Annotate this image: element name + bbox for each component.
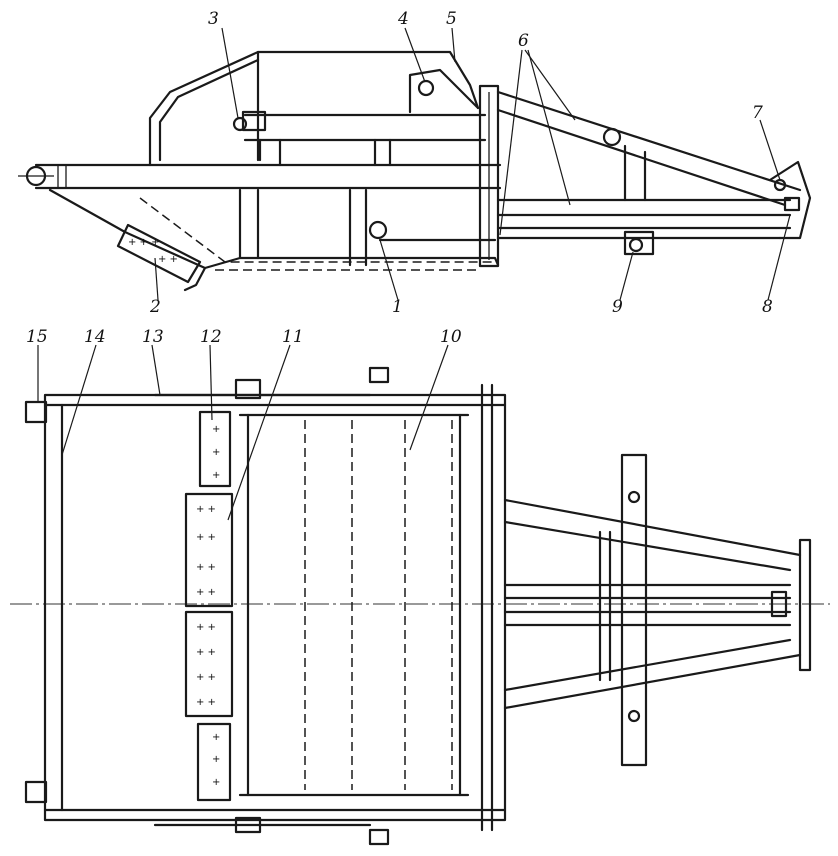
svg-text:+ +: + +	[196, 672, 216, 683]
svg-text:+ +: + +	[196, 622, 216, 633]
svg-text:+: +	[212, 754, 220, 765]
knife-plate-12	[198, 410, 232, 488]
pivot-3	[232, 116, 248, 132]
knife-plate-bottom	[196, 722, 232, 802]
callout-4: 4	[397, 9, 409, 29]
callout-labels: 3 4 5 6 7 8 9 1 2 10 11 12 13 14 15	[26, 9, 773, 347]
svg-text:+: +	[212, 424, 220, 435]
plan-strut-lower	[503, 638, 802, 710]
svg-text:+ +: + +	[196, 532, 216, 543]
lower-bar	[496, 226, 792, 240]
pivot-1	[368, 220, 388, 240]
svg-text:+ +: + +	[196, 504, 216, 515]
hub-15-bottom	[24, 780, 48, 804]
pin-8	[783, 196, 801, 212]
knife-2	[116, 223, 202, 284]
callout-2: 2	[149, 297, 161, 317]
side-view: + + + + +	[18, 50, 812, 292]
callout-3: 3	[208, 9, 219, 29]
callout-6: 6	[518, 31, 529, 51]
plan-beam	[620, 453, 648, 767]
svg-text:+ +: + +	[158, 254, 178, 265]
upper-shaft	[243, 113, 487, 142]
callout-9: 9	[612, 297, 623, 317]
pivot-4	[417, 79, 435, 97]
bracket-4	[408, 68, 480, 114]
callout-5: 5	[446, 9, 457, 29]
callout-8: 8	[762, 297, 773, 317]
mount-9	[623, 230, 655, 256]
svg-text:+: +	[212, 470, 220, 481]
knife-plate-11	[184, 492, 234, 608]
upper-strut	[496, 90, 802, 207]
svg-text:+ +: + +	[196, 697, 216, 708]
plan-strut-upper	[503, 498, 802, 572]
svg-text:+: +	[212, 732, 220, 743]
plan-frame	[43, 393, 507, 822]
bottom-body	[203, 256, 500, 270]
middle-bar	[496, 198, 792, 217]
rail-13	[153, 393, 372, 827]
rear-plate	[478, 84, 500, 268]
callout-7: 7	[752, 103, 763, 123]
callout-12: 12	[200, 327, 222, 347]
drawbar	[34, 163, 502, 190]
plan-view: + + + + + + + + + + + + + + + + + + + + + +	[10, 366, 830, 846]
strut-joint	[602, 127, 622, 147]
callout-11: 11	[282, 327, 304, 347]
svg-text:+ +: + +	[196, 562, 216, 573]
svg-text:+: +	[212, 777, 220, 788]
knob-bottom	[368, 828, 390, 846]
svg-text:+: +	[212, 447, 220, 458]
cover	[148, 50, 480, 167]
drum	[238, 413, 470, 797]
leader-lines	[37, 27, 791, 521]
svg-text:+ +: + +	[196, 647, 216, 658]
knob-top	[368, 366, 390, 384]
plan-crossbar	[798, 538, 812, 672]
callout-14: 14	[84, 327, 106, 347]
hub-15-top	[24, 400, 48, 424]
knife-plate-lower	[184, 610, 234, 718]
callout-10: 10	[440, 327, 462, 347]
callout-15: 15	[26, 327, 48, 347]
callout-1: 1	[392, 297, 403, 317]
svg-text:+ +: + +	[196, 587, 216, 598]
nose-7	[768, 160, 812, 240]
svg-text:+ + +: + + +	[128, 237, 160, 248]
callout-13: 13	[142, 327, 164, 347]
